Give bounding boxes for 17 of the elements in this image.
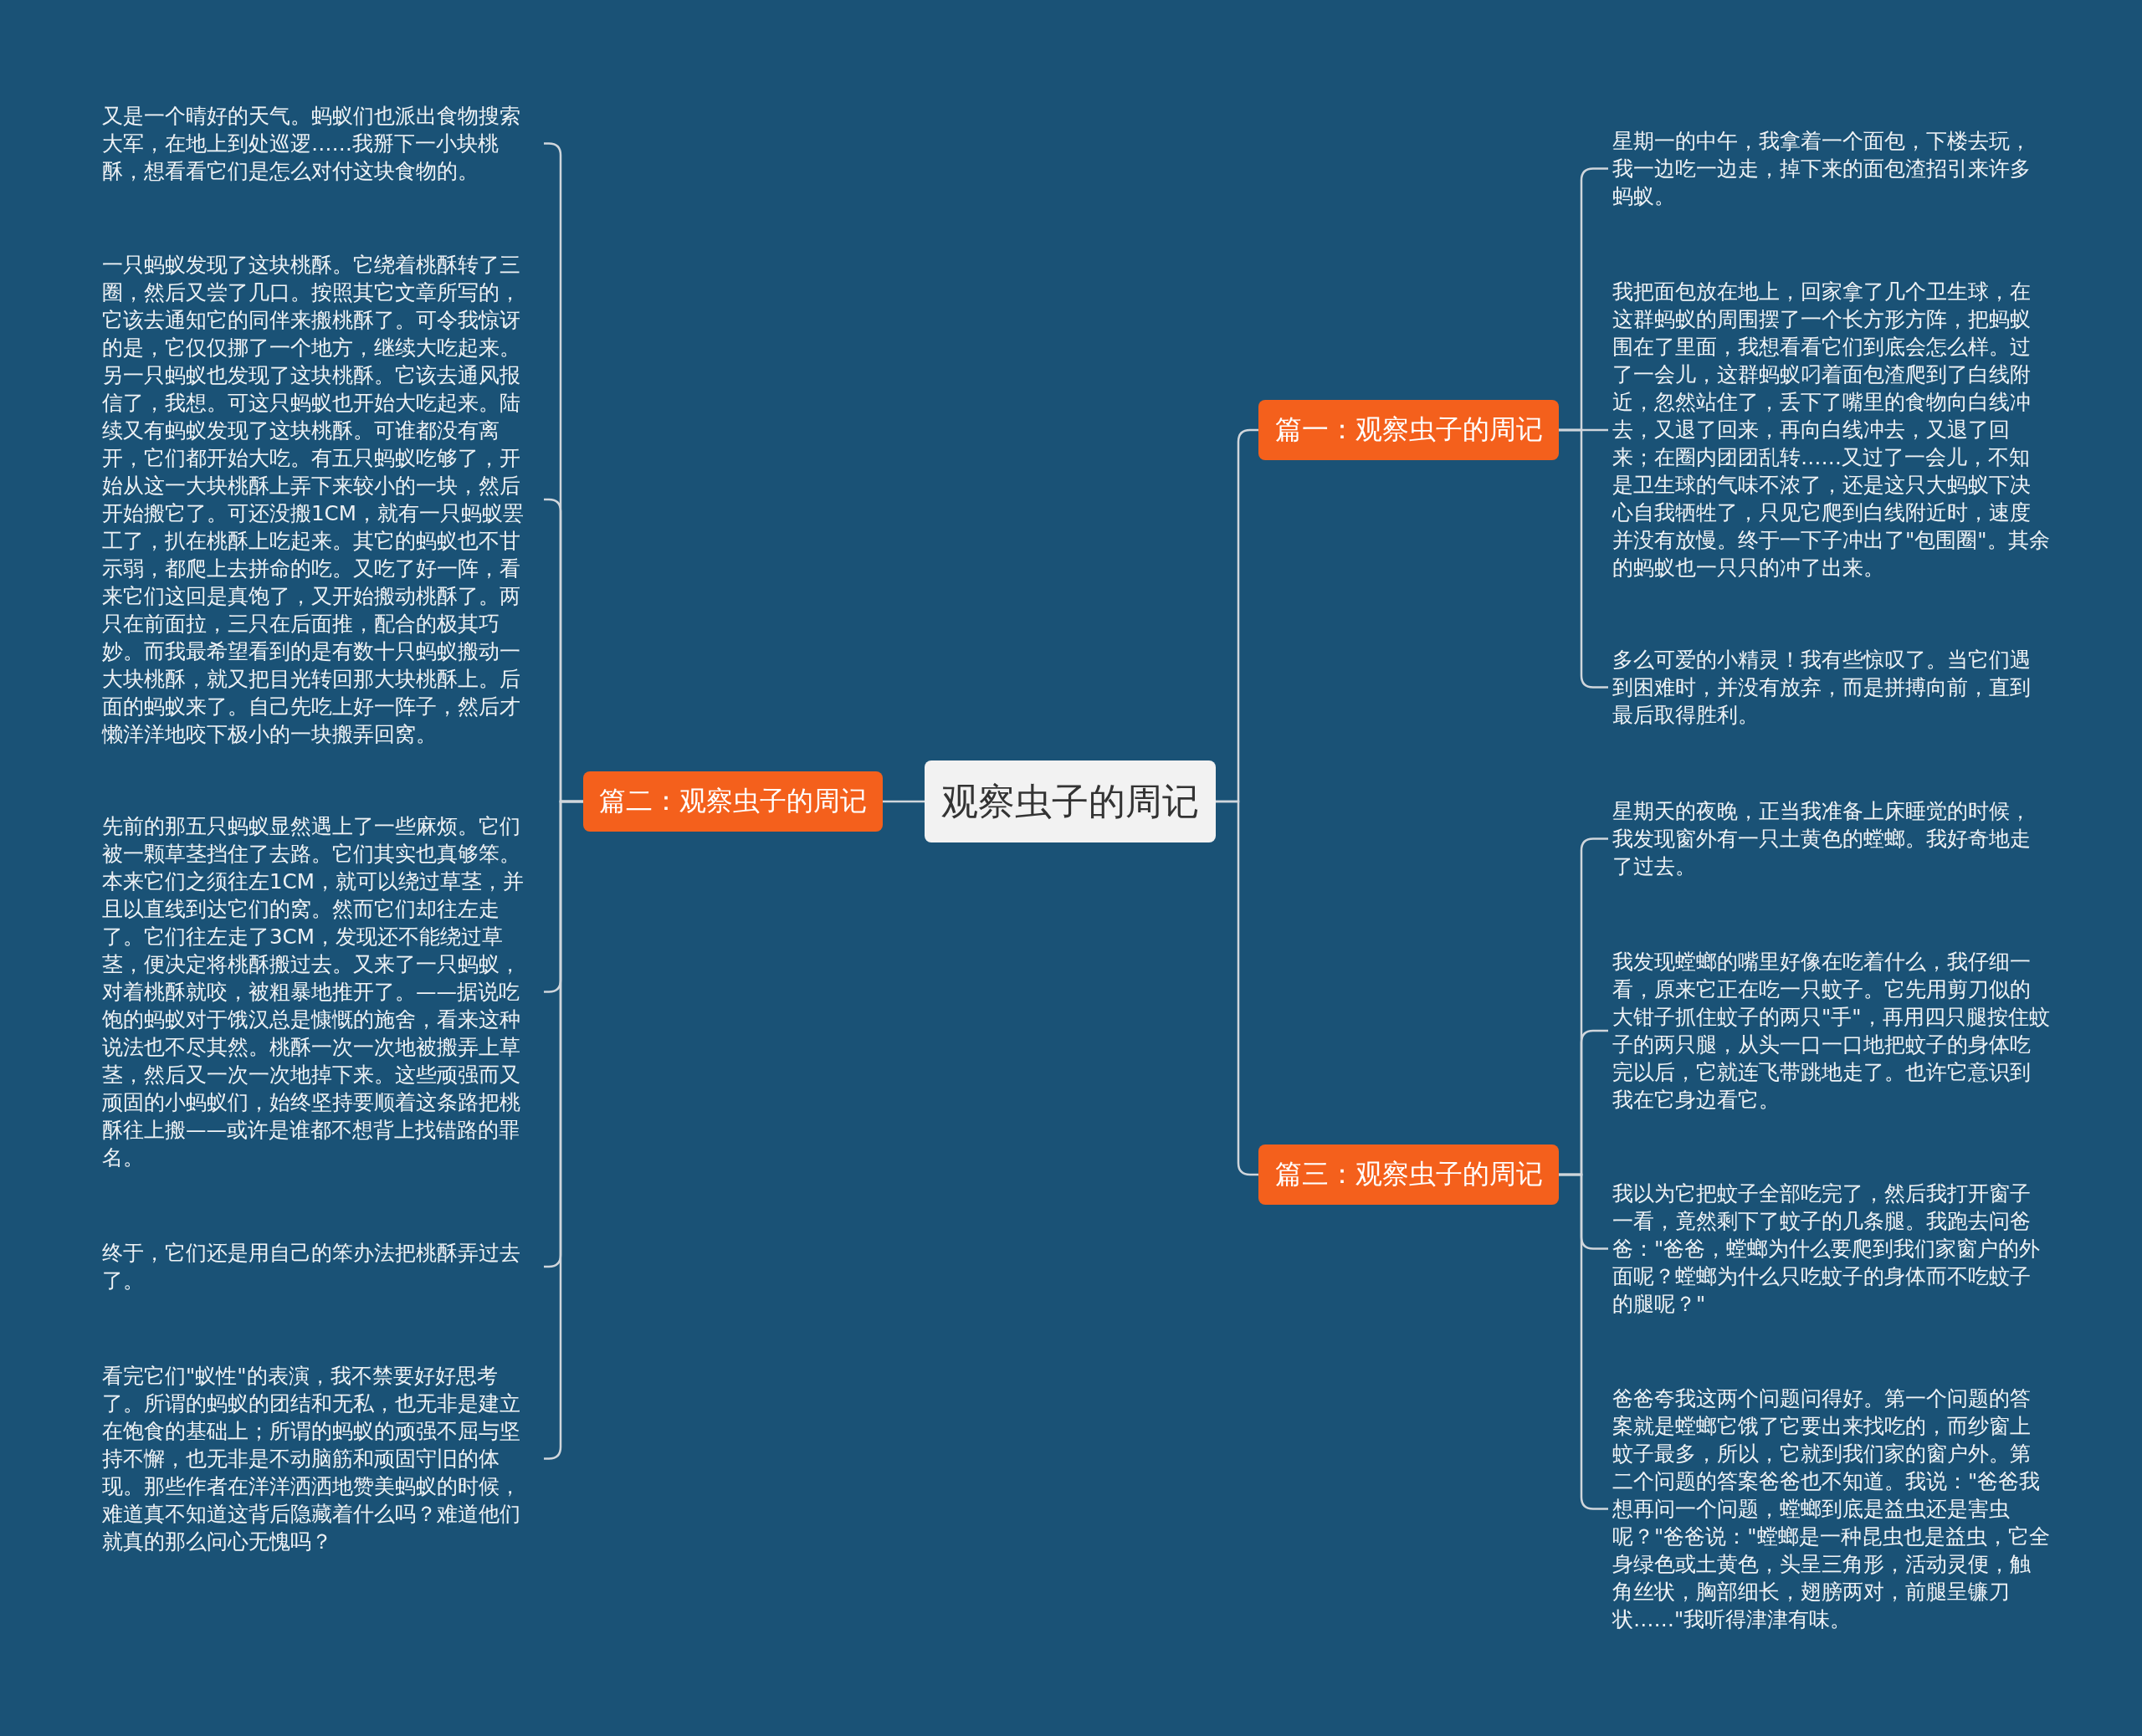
paragraph-text: 多么可爱的小精灵！我有些惊叹了。当它们遇到困难时，并没有放弃，而是拼搏向前，直到最后取得胜利。 — [1608, 646, 2052, 729]
paragraph-text: 一只蚂蚁发现了这块桃酥。它绕着桃酥转了三圈，然后又尝了几口。按照其它文章所写的，它该去通知它的同伴来搬桃酥了。可令我惊讶的是，它仅仅挪了一个地方，继续大吃起来。另一只蚂蚁也发现了这块桃酥。它该去通风报信了，我想。可这只蚂蚁也开始大吃起来。陆续又有蚂蚁发现了这块桃酥。可谁都没有离开，它们都开始大吃。有五只蚂蚁吃够了，开始从这一大块桃酥上弄下来较小的一块，然后开始搬它了。可还没搬1CM，就有一只蚂蚁罢工了，扒在桃酥上吃起来。其它的蚂蚁也不甘示弱，都爬上去拼命的吃。又吃了好一阵，看来它们这回是真饱了，又开始搬动桃酥了。两只在前面拉，三只在后面推，配合的极其巧妙。而我最希望看到的是有数十只蚂蚁搬动一大块桃酥，就又把目光转回那大块桃酥上。后面的蚂蚁来了。自己先吃上好一阵子，然后才懒洋洋地咬下极小的一块搬弄回窝。 — [100, 251, 544, 748]
paragraph-text: 我把面包放在地上，回家拿了几个卫生球，在这群蚂蚁的周围摆了一个长方形方阵，把蚂蚁围在了里面，我想看看它们到底会怎么样。过了一会儿，这群蚂蚁叼着面包渣爬到了白线附近，忽然站住了，丢下了嘴里的食物向白线冲去，又退了回来，再向白线冲去，又退了回来；在圈内团团乱转……又过了一会儿，不知是卫生球的气味不浓了，还是这只大蚂蚁下决心自我牺牲了，只见它爬到白线附近时，速度并没有放慢。终于一下子冲出了"包围圈"。其余的蚂蚁也一只只的冲了出来。 — [1608, 278, 2052, 581]
branch-topic-box: 篇一：观察虫子的周记 — [1258, 400, 1559, 460]
branch-topic-box: 篇三：观察虫子的周记 — [1258, 1145, 1559, 1205]
root-topic-box: 观察虫子的周记 — [925, 760, 1216, 842]
connector-line — [883, 800, 925, 803]
branch-topic-box: 篇二：观察虫子的周记 — [583, 771, 883, 832]
paragraph-text: 我以为它把蚊子全部吃完了，然后我打开窗子一看，竟然剩下了蚊子的几条腿。我跑去问爸爸："爸爸，螳螂为什么要爬到我们家窗户的外面呢？螳螂为什么只吃蚊子的身体而不吃蚊子的腿呢？" — [1608, 1180, 2052, 1318]
paragraph-text: 先前的那五只蚂蚁显然遇上了一些麻烦。它们被一颗草茎挡住了去路。它们其实也真够笨。本来它们之须往左1CM，就可以绕过草茎，并且以直线到达它们的窝。然而它们却往左走了。它们往左走了3CM，发现还不能绕过草茎，便决定将桃酥搬过去。又来了一只蚂蚁，对着桃酥就咬，被粗暴地推开了。——据说吃饱的蚂蚁对于饿汉总是慷慨的施舍，看来这种说法也不尽其然。桃酥一次一次地被搬弄上草茎，然后又一次一次地掉下来。这些顽强而又顽固的小蚂蚁们，始终坚持要顺着这条路把桃酥往上搬——或许是谁都不想背上找错路的罪名。 — [100, 812, 544, 1171]
paragraph-text: 星期天的夜晚，正当我准备上床睡觉的时候，我发现窗外有一只土黄色的螳螂。我好奇地走了过去。 — [1608, 797, 2052, 880]
paragraph-text: 星期一的中午，我拿着一个面包，下楼去玩，我一边吃一边走，掉下来的面包渣招引来许多蚂蚁。 — [1608, 127, 2052, 210]
paragraph-text: 又是一个晴好的天气。蚂蚁们也派出食物搜索大军，在地上到处巡逻……我掰下一小块桃酥，想看看它们是怎么对付这块食物的。 — [100, 102, 544, 185]
paragraph-text: 爸爸夸我这两个问题问得好。第一个问题的答案就是螳螂它饿了它要出来找吃的，而纱窗上蚊子最多，所以，它就到我们家的窗户外。第二个问题的答案爸爸也不知道。我说："爸爸我想再问一个问题，螳螂到底是益虫还是害虫呢？"爸爸说："螳螂是一种昆虫也是益虫，它全身绿色或土黄色，头呈三角形，活动灵便，触角丝状，胸部细长，翅膀两对，前腿呈镰刀状……"我听得津津有味。 — [1608, 1385, 2052, 1633]
paragraph-text: 看完它们"蚁性"的表演，我不禁要好好思考了。所谓的蚂蚁的团结和无私，也无非是建立在饱食的基础上；所谓的蚂蚁的顽强不屈与坚持不懈，也无非是不动脑筋和顽固守旧的体现。那些作者在洋洋洒洒地赞美蚂蚁的时候，难道真不知道这背后隐藏着什么吗？难道他们就真的那么问心无愧吗？ — [100, 1362, 544, 1555]
paragraph-text: 我发现螳螂的嘴里好像在吃着什么，我仔细一看，原来它正在吃一只蚊子。它先用剪刀似的大钳子抓住蚊子的两只"手"，再用四只腿按住蚊子的两只腿，从头一口一口地把蚊子的身体吃完以后，它就连飞带跳地走了。也许它意识到我在它身边看它。 — [1608, 948, 2052, 1114]
paragraph-text: 终于，它们还是用自己的笨办法把桃酥弄过去了。 — [100, 1239, 544, 1294]
